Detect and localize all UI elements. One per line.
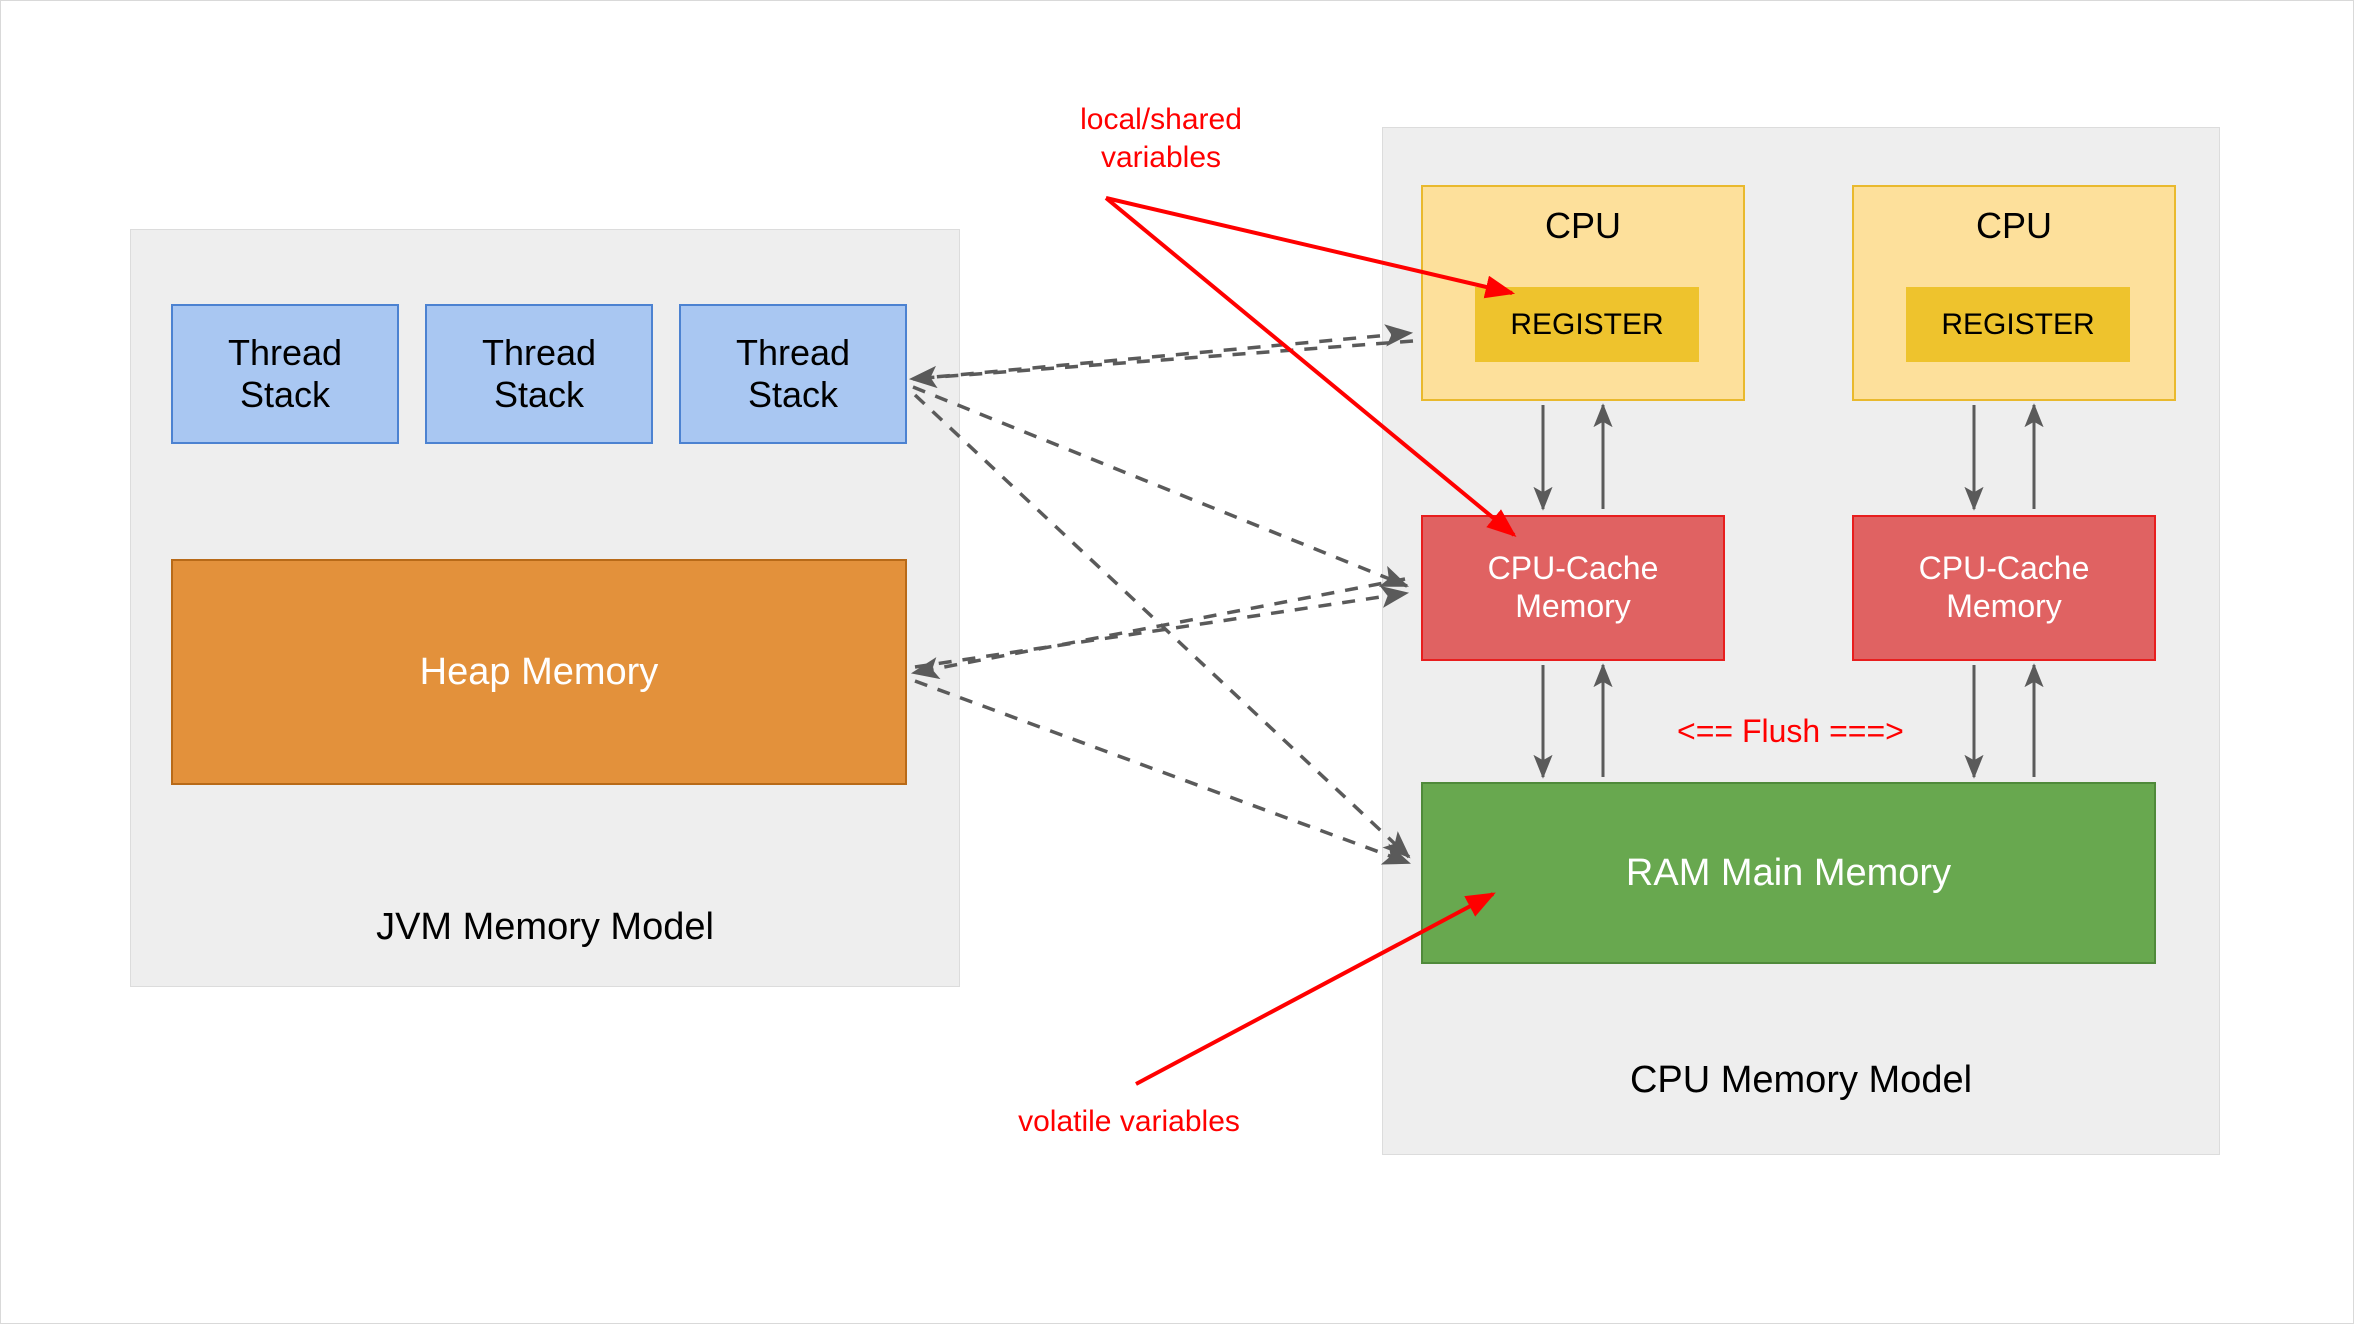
cpu-label-2: CPU — [1975, 205, 2052, 246]
thread-stack-line1: Thread — [227, 331, 343, 373]
cpu-cache-label-2: CPU-Cache Memory — [1919, 550, 2090, 626]
cpu-cache-box-2[interactable]: CPU-Cache Memory — [1852, 515, 2156, 661]
thread-stack-line2: Stack — [747, 374, 839, 415]
dashed-connector-group — [908, 324, 1414, 865]
thread-stack-box-3[interactable]: Thread Stack — [679, 304, 907, 444]
thread-stack-line1: Thread — [481, 331, 597, 373]
connector-heap-to-ram — [914, 679, 1411, 865]
cpu-cache-line1: CPU-Cache — [1487, 550, 1659, 587]
cpu-box-1[interactable]: CPU REGISTER — [1421, 185, 1745, 401]
cpu-cache-box-1[interactable]: CPU-Cache Memory — [1421, 515, 1725, 661]
cpu-cache-line1: CPU-Cache — [1918, 550, 2090, 587]
thread-stack-line2: Stack — [493, 374, 585, 415]
thread-stack-line1: Thread — [735, 331, 851, 373]
heap-memory-box[interactable]: Heap Memory — [171, 559, 907, 785]
connector-heap-to-cache — [914, 585, 1410, 669]
volatile-variables-annotation: volatile variables — [1018, 1105, 1240, 1138]
jvm-panel-caption: JVM Memory Model — [376, 906, 714, 948]
cpu-box-2[interactable]: CPU REGISTER — [1852, 185, 2176, 401]
cpu-cache-line2: Memory — [1946, 588, 2062, 624]
ram-main-memory-label: RAM Main Memory — [1625, 851, 1952, 894]
local-shared-variables-annotation: local/shared variables — [1006, 101, 1316, 176]
local-shared-line2: variables — [1100, 140, 1222, 174]
cpu-cache-label-1: CPU-Cache Memory — [1488, 550, 1659, 626]
thread-stack-line2: Stack — [239, 374, 331, 415]
connector-threadstack-to-register — [912, 324, 1414, 381]
thread-stack-box-2[interactable]: Thread Stack — [425, 304, 653, 444]
thread-stack-label-1: Thread Stack — [228, 332, 342, 417]
register-box-1[interactable]: REGISTER — [1475, 287, 1699, 362]
cpu-cache-line2: Memory — [1515, 588, 1631, 624]
cpu-label-1: CPU — [1544, 205, 1621, 246]
connector-register-to-threadstack — [908, 339, 1414, 389]
register-label-2: REGISTER — [1941, 307, 2095, 341]
connector-cache-to-heap — [910, 577, 1406, 680]
heap-memory-label: Heap Memory — [419, 650, 659, 693]
thread-stack-label-2: Thread Stack — [482, 332, 596, 417]
connector-threadstack-to-cache — [912, 385, 1409, 588]
ram-main-memory-box[interactable]: RAM Main Memory — [1421, 782, 2156, 964]
thread-stack-box-1[interactable]: Thread Stack — [171, 304, 399, 444]
register-box-2[interactable]: REGISTER — [1906, 287, 2130, 362]
register-label-1: REGISTER — [1510, 307, 1664, 341]
flush-label: <== Flush ===> — [1677, 713, 1904, 749]
local-shared-line1: local/shared — [1080, 103, 1242, 136]
thread-stack-label-3: Thread Stack — [736, 332, 850, 417]
connector-threadstack-to-ram — [913, 393, 1411, 859]
cpu-panel-caption: CPU Memory Model — [1629, 1059, 1973, 1101]
